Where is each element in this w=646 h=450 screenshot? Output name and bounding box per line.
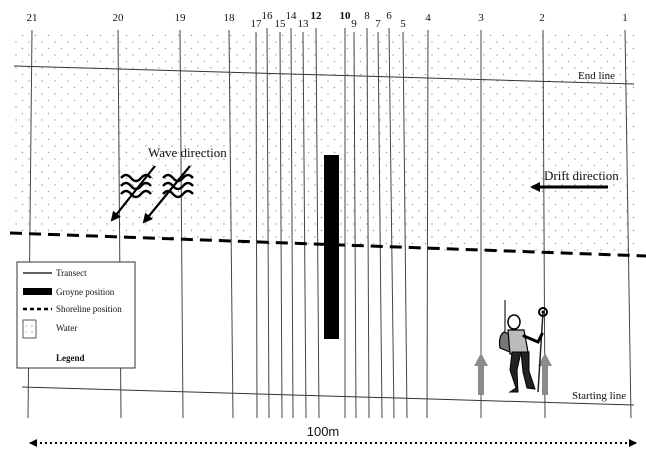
transect-label-12: 12 <box>311 10 323 22</box>
transect-label-3: 3 <box>478 12 484 24</box>
transect-label-19: 19 <box>175 12 187 24</box>
transect-1 <box>624 29 632 419</box>
transect-label-15: 15 <box>275 18 287 30</box>
end-line <box>13 65 635 85</box>
legend: Transect Groyne position Shoreline posit… <box>16 261 136 369</box>
transect-label-16: 16 <box>262 10 274 22</box>
legend-water-label: Water <box>56 323 77 333</box>
transect-18 <box>228 29 234 419</box>
transect-2 <box>542 29 546 419</box>
transect-12 <box>315 27 320 419</box>
transect-label-21: 21 <box>27 12 38 24</box>
transect-label-8: 8 <box>364 10 370 22</box>
drift-direction-label: Drift direction <box>544 168 619 183</box>
end-line-label: End line <box>578 70 615 82</box>
legend-groyne-swatch <box>23 288 52 295</box>
transect-7 <box>377 31 383 419</box>
transect-15 <box>279 31 283 419</box>
legend-groyne-label: Groyne position <box>56 287 115 297</box>
transect-label-2: 2 <box>539 12 545 24</box>
starting-line <box>21 386 635 406</box>
transect-6 <box>388 27 395 419</box>
wave-arrows <box>110 165 191 224</box>
transect-label-4: 4 <box>425 12 431 24</box>
transect-labels: 1 2 3 4 5 6 7 8 9 10 12 13 14 15 16 17 1… <box>27 10 628 30</box>
transect-label-10: 10 <box>340 10 352 22</box>
transect-5 <box>402 31 408 419</box>
wave-arrow-1 <box>110 165 156 222</box>
survey-arrow-right <box>538 353 552 395</box>
transect-label-18: 18 <box>224 12 236 24</box>
legend-box <box>16 261 136 369</box>
transect-label-14: 14 <box>286 10 298 22</box>
starting-line-label: Starting line <box>572 390 626 402</box>
transect-label-17: 17 <box>251 18 263 30</box>
water-area <box>10 30 636 255</box>
surveyor-icon <box>498 300 548 393</box>
transect-label-13: 13 <box>298 18 310 30</box>
transect-19 <box>179 29 184 419</box>
shoreline <box>9 231 646 258</box>
transect-13 <box>302 31 307 419</box>
survey-arrow-left <box>474 353 488 395</box>
transect-16 <box>266 27 270 419</box>
legend-shoreline-label: Shoreline position <box>56 304 122 314</box>
distance-label: 100m <box>307 424 340 439</box>
transect-9 <box>353 31 357 419</box>
transect-label-6: 6 <box>386 10 392 22</box>
transect-label-7: 7 <box>375 18 381 30</box>
transect-17 <box>255 31 258 419</box>
transect-8 <box>366 27 370 419</box>
groyne <box>324 155 339 339</box>
gps-pole-icon <box>537 311 544 393</box>
transect-label-20: 20 <box>113 12 125 24</box>
transect-label-9: 9 <box>351 18 357 30</box>
transect-label-5: 5 <box>400 18 406 30</box>
wave-arrow-2 <box>142 165 191 224</box>
transect-14 <box>290 27 294 419</box>
legend-water-swatch <box>22 319 37 339</box>
wave-direction-label: Wave direction <box>148 145 227 160</box>
transect-label-1: 1 <box>622 12 628 24</box>
transect-4 <box>426 29 429 419</box>
legend-transect-label: Transect <box>56 268 87 278</box>
legend-title: Legend <box>56 353 85 363</box>
wave-icon <box>120 173 194 199</box>
